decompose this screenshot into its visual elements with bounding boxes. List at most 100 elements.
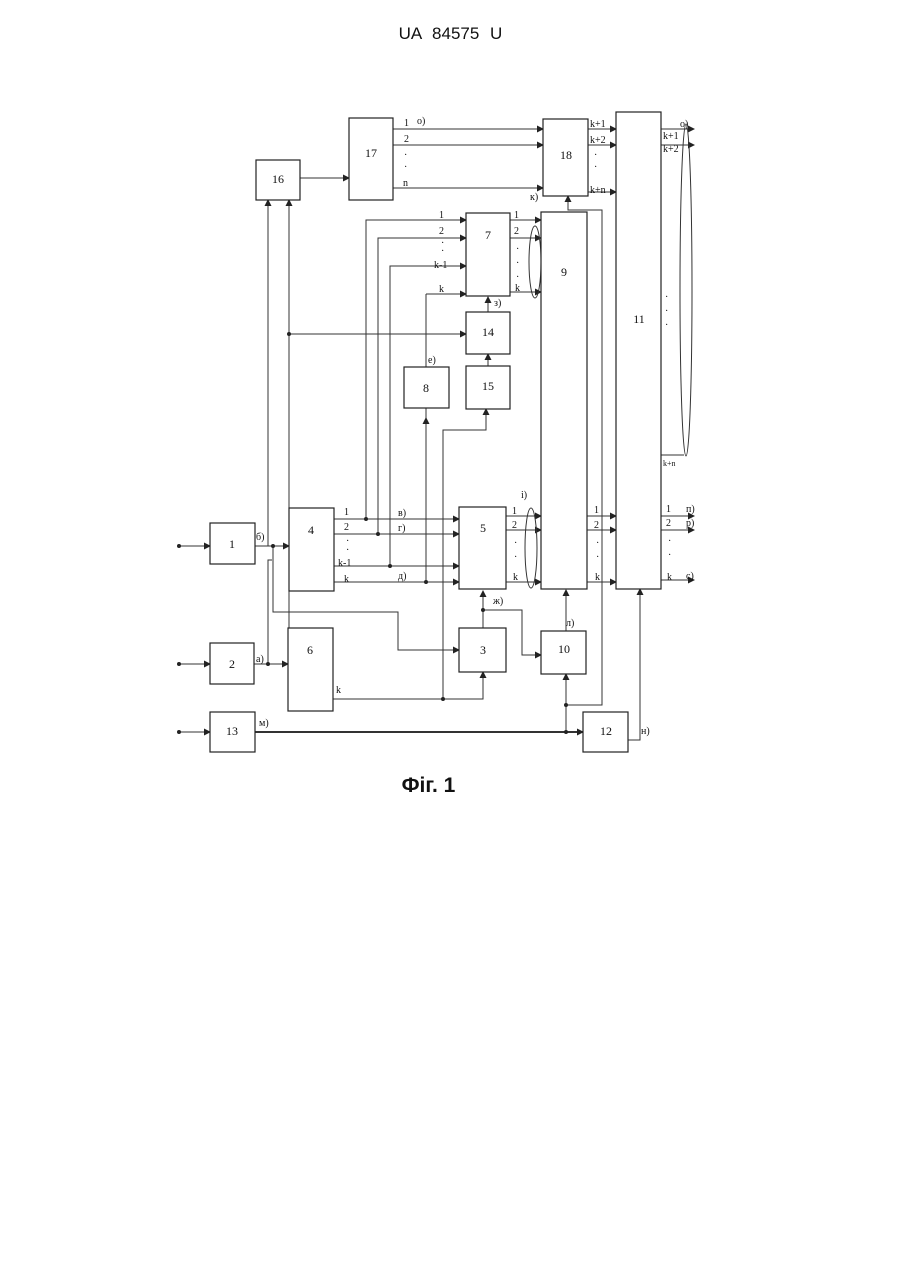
pin-18-dot: · <box>594 162 597 173</box>
pin-7-out-dot: · <box>516 272 519 283</box>
bus-ellipse-7 <box>529 226 541 298</box>
pin-17-dot: · <box>404 150 407 161</box>
pin-17-2: 2 <box>404 134 409 145</box>
signal-b: б) <box>256 532 264 543</box>
block-15-label: 15 <box>482 379 494 393</box>
pin-7-in-dot: · <box>441 246 444 257</box>
pin-9-dot: · <box>596 538 599 549</box>
pin-11-out-k: k <box>667 572 672 583</box>
block-11 <box>616 112 661 589</box>
block-12-label: 12 <box>600 724 612 738</box>
pin-18-kn: k+n <box>590 185 606 196</box>
pin-4-1: 1 <box>344 507 349 518</box>
pin-9-2: 2 <box>594 520 599 531</box>
junction-dot <box>424 580 428 584</box>
pin-7-out-k: k <box>515 283 520 294</box>
signal-n: н) <box>641 726 650 737</box>
pin-17-dot: · <box>404 162 407 173</box>
pin-11-dot: · <box>665 306 668 317</box>
signal-o: о) <box>417 116 425 127</box>
pin-5-k: k <box>513 572 518 583</box>
block-7 <box>466 213 510 296</box>
block-5-label: 5 <box>480 521 486 535</box>
bus-ellipse-5 <box>525 508 537 588</box>
block-16-label: 16 <box>272 172 284 186</box>
block-8-label: 8 <box>423 381 429 395</box>
wire-2-trunk <box>268 560 272 664</box>
bus-ellipse-11 <box>680 124 692 456</box>
pin-9-k: k <box>595 572 600 583</box>
block-10-label: 10 <box>558 642 570 656</box>
pin-7-in-k1: k-1 <box>434 260 447 271</box>
junction-dot <box>441 697 445 701</box>
pin-7-out-2: 2 <box>514 226 519 237</box>
signal-d: д) <box>398 571 406 582</box>
pin-6-k: k <box>336 685 341 696</box>
pin-11-out-dot: · <box>668 550 671 561</box>
wire-4-7-k1 <box>390 266 466 566</box>
block-7-label: 7 <box>485 228 491 242</box>
pin-5-2: 2 <box>512 520 517 531</box>
junction-dot <box>177 730 181 734</box>
junction-dot <box>177 662 181 666</box>
block-17-label: 17 <box>365 146 377 160</box>
junction-dot <box>177 544 181 548</box>
signal-i: і) <box>521 490 527 501</box>
block-4 <box>289 508 334 591</box>
pin-4-2: 2 <box>344 522 349 533</box>
signal-z: з) <box>494 298 501 309</box>
signal-m: м) <box>259 718 269 729</box>
block-11-label: 11 <box>633 312 645 326</box>
pin-11-out-2: 2 <box>666 518 671 529</box>
signal-r: р) <box>686 518 694 529</box>
pin-11-dot: · <box>665 320 668 331</box>
junction-dot <box>266 662 270 666</box>
junction-dot <box>376 532 380 536</box>
block-1-label: 1 <box>229 537 235 551</box>
pin-7-in-2: 2 <box>439 226 444 237</box>
block-6-label: 6 <box>307 643 313 657</box>
pin-18-dot: · <box>594 150 597 161</box>
junction-dot <box>481 608 485 612</box>
signal-k: к) <box>530 192 538 203</box>
block-5 <box>459 507 506 589</box>
signal-zh: ж) <box>492 596 503 607</box>
junction-dot <box>564 730 568 734</box>
pin-4-k1: k-1 <box>338 558 351 569</box>
signal-l: л) <box>566 618 574 629</box>
junction-dot <box>287 332 291 336</box>
pin-5-dot: · <box>514 538 517 549</box>
pin-4-dot: · <box>346 545 349 556</box>
signal-s: с) <box>686 571 694 582</box>
pin-7-out-1: 1 <box>514 210 519 221</box>
pin-18-k2: k+2 <box>590 135 606 146</box>
junction-dot <box>364 517 368 521</box>
pin-18-k1: k+1 <box>590 119 606 130</box>
pin-17-1: 1 <box>404 118 409 129</box>
figure-caption: Фіг. 1 <box>0 774 857 798</box>
block-9-label: 9 <box>561 265 567 279</box>
block-18-label: 18 <box>560 148 572 162</box>
pin-7-in-1: 1 <box>439 210 444 221</box>
pin-9-1: 1 <box>594 505 599 516</box>
pin-4-k: k <box>344 574 349 585</box>
signal-e: е) <box>428 355 436 366</box>
pin-17-n: n <box>403 178 408 189</box>
signal-p: п) <box>686 504 695 515</box>
junction-dot <box>388 564 392 568</box>
block-4-label: 4 <box>308 523 314 537</box>
pin-11-k1: k+1 <box>663 131 679 142</box>
block-6 <box>288 628 333 711</box>
pin-11-k2: k+2 <box>663 144 679 155</box>
block-14-label: 14 <box>482 325 494 339</box>
signal-v: в) <box>398 508 406 519</box>
signal-a: а) <box>256 654 264 665</box>
blocks: 1 2 3 4 5 6 7 8 9 10 11 12 13 14 15 16 1 <box>210 112 661 752</box>
wire-6-3 <box>333 672 483 699</box>
signal-g: г) <box>398 523 405 534</box>
pin-9-dot: · <box>596 552 599 563</box>
pin-5-1: 1 <box>512 506 517 517</box>
pin-11-kn: k+n <box>663 459 676 468</box>
block-3-label: 3 <box>480 643 486 657</box>
block-13-label: 13 <box>226 724 238 738</box>
